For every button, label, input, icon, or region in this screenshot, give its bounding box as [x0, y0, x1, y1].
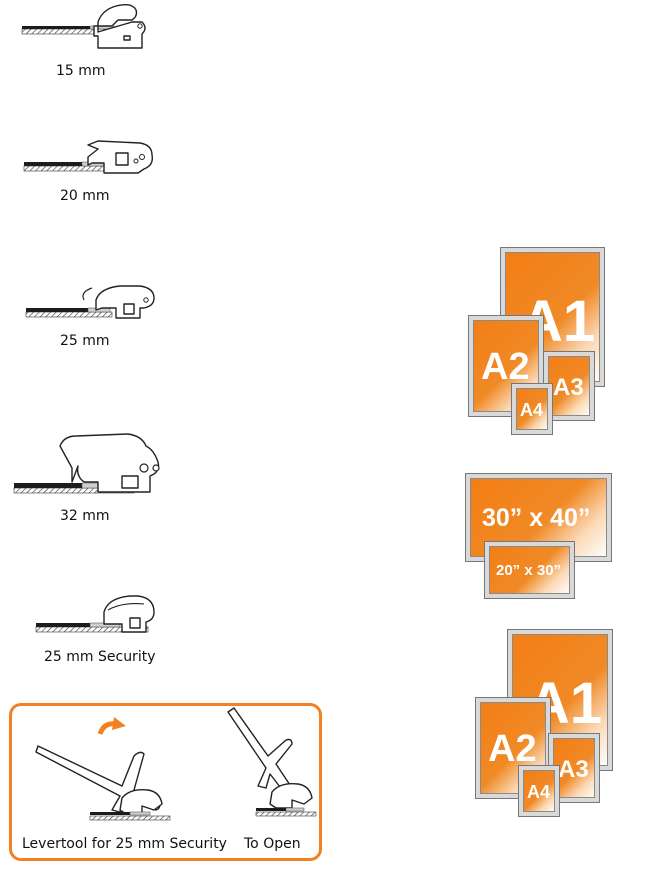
profile-32mm-diagram: [13, 433, 160, 494]
frame-30x40-label: 30” x 40”: [482, 504, 591, 532]
profile-32mm-label: 32 mm: [60, 508, 110, 524]
profile-25mm-label: 25 mm: [60, 333, 110, 349]
levertool-diagram: [35, 707, 317, 821]
frame-20x30-label: 20” x 30”: [496, 562, 562, 579]
frame-a4-bottom: A4: [518, 765, 560, 817]
frame-20x30: 20” x 30”: [484, 541, 575, 599]
frame-a2-bottom: A2: [475, 697, 551, 799]
frame-a3-bottom-label: A3: [558, 756, 589, 783]
profile-25mm-security-diagram: [35, 595, 155, 633]
levertool-panel: [9, 703, 322, 861]
frame-a4-bottom-label: A4: [527, 782, 551, 802]
frame-a2-label: A2: [481, 346, 530, 388]
profile-20mm-label: 20 mm: [60, 188, 110, 204]
frame-a3-label: A3: [553, 374, 584, 401]
levertool-label: Levertool for 25 mm Security: [22, 836, 227, 852]
frame-a3: A3: [543, 351, 595, 421]
to-open-label: To Open: [244, 836, 301, 852]
frame-a4: A4: [511, 383, 553, 435]
frame-a2-bottom-label: A2: [488, 728, 537, 770]
profile-15mm-label: 15 mm: [56, 63, 106, 79]
frame-a4-label: A4: [520, 400, 544, 420]
frame-a2: A2: [468, 315, 544, 417]
profile-25mm-security-label: 25 mm Security: [44, 649, 156, 665]
profile-25mm-diagram: [25, 285, 155, 319]
profile-20mm-diagram: [23, 140, 154, 174]
profile-15mm-diagram: [21, 3, 146, 49]
